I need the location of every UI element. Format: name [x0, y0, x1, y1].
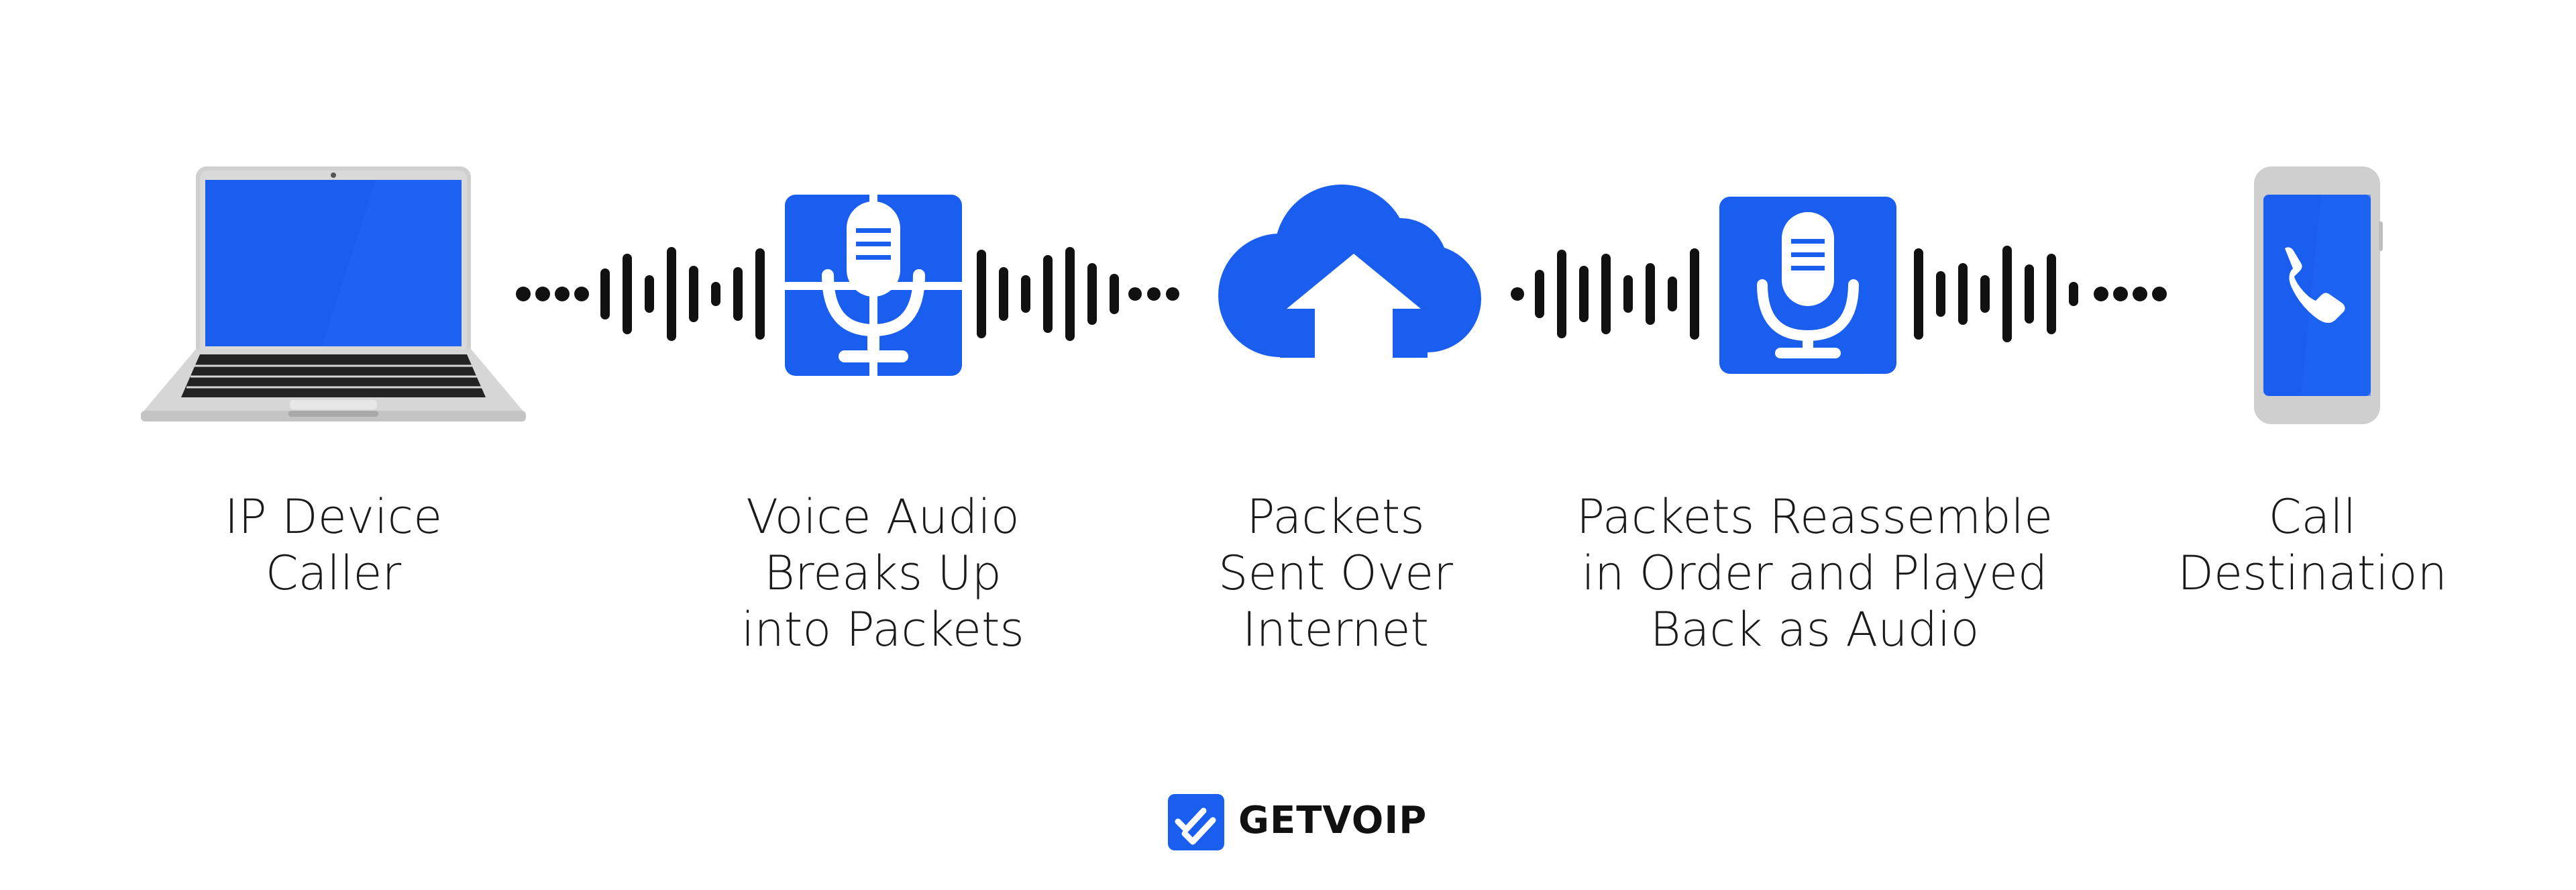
cloud-upload-icon [1218, 185, 1481, 358]
smartphone-call-icon [2254, 166, 2383, 424]
label-line: into Packets [741, 602, 1024, 657]
step-label-voice-audio: Voice Audio Breaks Up into Packets [581, 489, 1185, 658]
brand-name: GETVOIP [1238, 799, 1428, 842]
sound-wave-right [1914, 246, 2167, 342]
label-line: Breaks Up [764, 546, 1002, 601]
label-line: Back as Audio [1650, 602, 1980, 657]
label-line: in Order and Played [1581, 546, 2048, 601]
sound-wave-left [516, 247, 765, 341]
label-line: Destination [2178, 546, 2447, 601]
step-label-ip-device-caller: IP Device Caller [32, 489, 635, 601]
label-line: Internet [1242, 602, 1429, 657]
label-line: Sent Over [1218, 546, 1453, 601]
label-line: Voice Audio [746, 489, 1020, 544]
label-line: Call [2268, 489, 2357, 544]
laptop-icon [141, 166, 526, 422]
step-label-packets-sent: Packets Sent Over Internet [1034, 489, 1638, 658]
label-line: IP Device [224, 489, 443, 544]
double-check-logo-icon [1168, 794, 1224, 850]
microphone-icon [1719, 197, 1896, 374]
label-line: Packets [1246, 489, 1425, 544]
step-label-packets-reassemble: Packets Reassemble in Order and Played B… [1513, 489, 2116, 658]
split-microphone-icon [785, 195, 962, 376]
step-label-call-destination: Call Destination [2010, 489, 2576, 601]
label-line: Caller [265, 546, 402, 601]
sound-wave-mid-right [1511, 248, 1699, 340]
label-line: Packets Reassemble [1576, 489, 2053, 544]
sound-wave-mid-left [977, 247, 1179, 341]
